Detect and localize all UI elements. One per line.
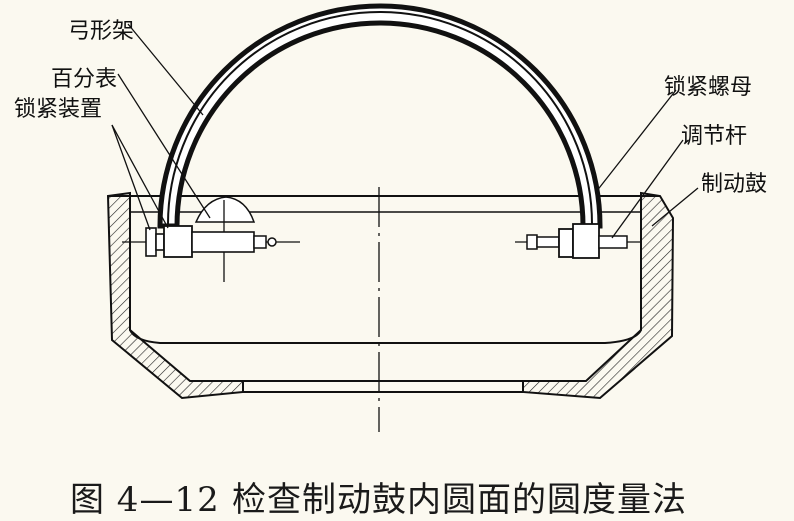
leader-adjusting-rod	[611, 139, 684, 239]
label-adjusting-rod: 调节杆	[681, 124, 748, 149]
label-dial-indicator: 百分表	[51, 67, 118, 92]
dial-indicator-tip	[253, 235, 267, 249]
left-locking-collar	[155, 233, 165, 251]
bow-frame	[157, 3, 603, 229]
leader-dial-indicator	[117, 73, 211, 219]
adjusting-rod-head	[526, 234, 538, 250]
label-lock-nut: 锁紧螺母	[664, 75, 753, 100]
bow-frame-inner-line	[167, 11, 593, 225]
leader-locking-device-1	[111, 124, 151, 231]
label-bow-frame: 弓形架	[68, 19, 135, 44]
leader-lock-nut	[595, 89, 677, 193]
figure-title: 检查制动鼓内圆面的圆度量法	[232, 480, 687, 520]
leader-bow-frame	[127, 23, 204, 116]
right-clamp-block	[572, 223, 600, 259]
dial-indicator-contact	[267, 237, 277, 247]
adjusting-rod-body	[536, 236, 560, 248]
dial-indicator-stem	[191, 231, 255, 253]
figure-caption: 图 4—12 检查制动鼓内圆面的圆度量法	[0, 466, 794, 520]
dial-indicator-dome	[194, 196, 256, 223]
right-lock-nut	[558, 228, 574, 258]
left-locking-nut	[145, 227, 157, 257]
adjusting-rod-end	[598, 235, 628, 249]
drum-inner-bottom	[129, 329, 642, 344]
left-clamp-block	[163, 225, 193, 258]
brake-drum-right-wall	[522, 191, 675, 400]
leader-brake-drum	[651, 187, 699, 227]
label-locking-device: 锁紧装置	[14, 97, 103, 122]
leader-locking-device-2	[111, 124, 169, 229]
figure-number: 图 4—12	[70, 480, 220, 520]
label-brake-drum: 制动鼓	[701, 172, 768, 197]
